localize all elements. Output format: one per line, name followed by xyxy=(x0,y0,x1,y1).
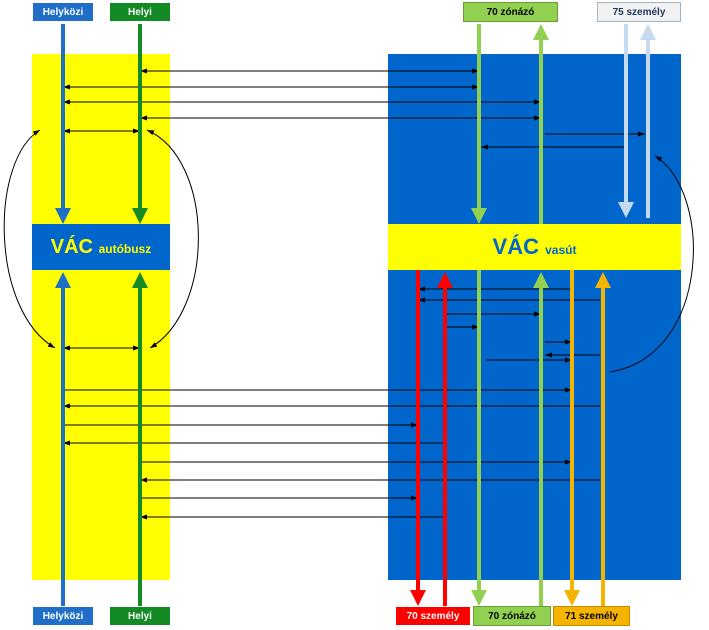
rail-hub-suffix: vasút xyxy=(545,243,577,257)
bus-station-panel xyxy=(32,54,170,580)
szemely75-top-label: 75 személy xyxy=(597,2,681,22)
bus-hub-label: VÁC autóbusz xyxy=(32,224,170,270)
rail-hub-bar xyxy=(388,224,681,270)
rail-station-panel xyxy=(388,54,681,580)
zonazo70-top-label: 70 zónázó xyxy=(463,2,558,22)
bus-loop-left xyxy=(3,129,56,349)
szemely71-bottom-label: 71 személy xyxy=(553,606,630,626)
zonazo70-bottom-label: 70 zónázó xyxy=(473,606,551,626)
bus-hub-name: VÁC xyxy=(50,236,93,258)
helyi-top-label: Helyi xyxy=(109,2,171,22)
bus-hub-suffix: autóbusz xyxy=(98,242,152,256)
rail-loop-right xyxy=(609,155,694,373)
helyi-bottom-label: Helyi xyxy=(109,606,171,626)
rail-hub-name: VÁC xyxy=(492,234,539,259)
rail-hub-label: VÁC vasút xyxy=(388,224,681,270)
bus-loop-right xyxy=(146,129,199,349)
helykozi-bottom-label: Helyközi xyxy=(32,606,94,626)
helykozi-top-label: Helyközi xyxy=(32,2,94,22)
szemely70-bottom-label: 70 személy xyxy=(395,606,471,626)
